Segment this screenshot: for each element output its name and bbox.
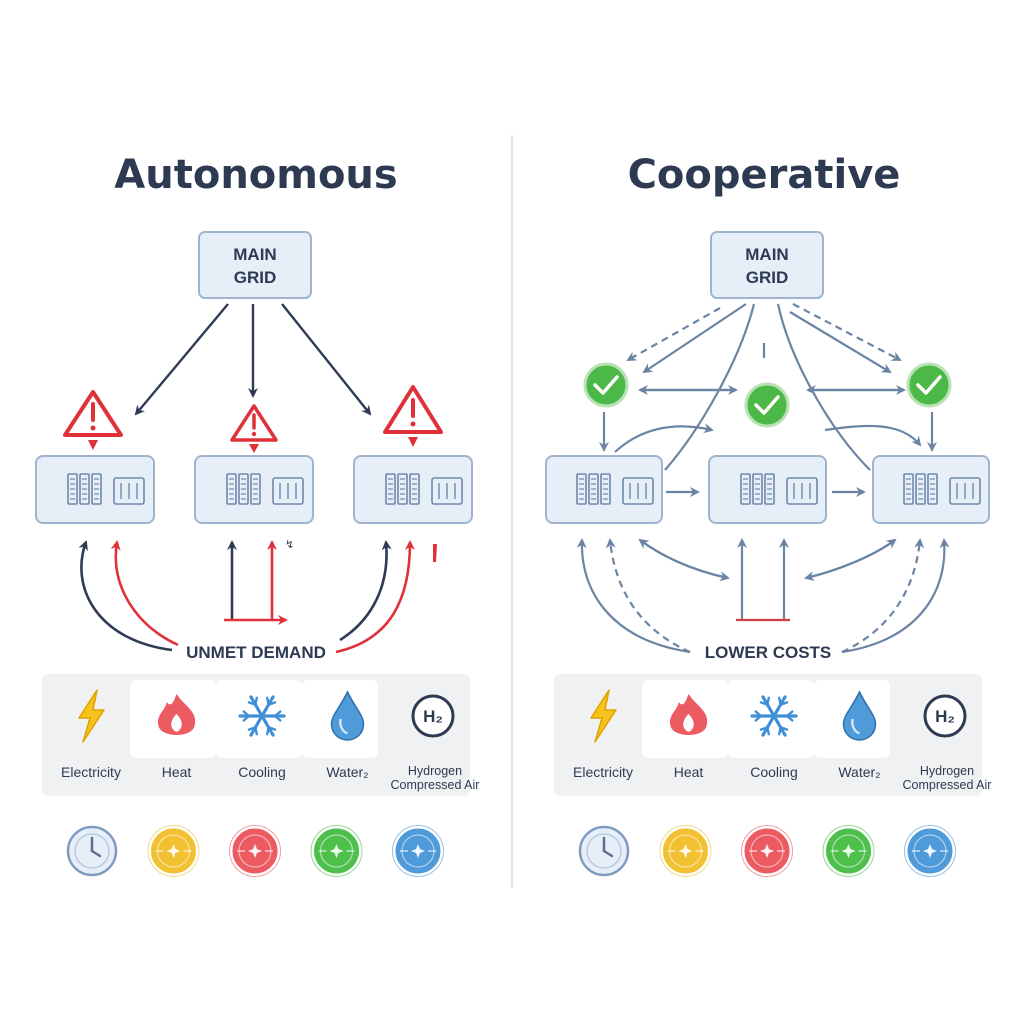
main-grid-label-line2: GRID — [746, 268, 789, 287]
energy-label: Cooling — [750, 764, 797, 780]
snowflake-icon — [750, 695, 798, 737]
blue-status-icon — [392, 825, 444, 877]
grid-supply-arrows — [134, 303, 372, 416]
warning-icon — [230, 404, 278, 453]
energy-type-0: Electricity — [573, 689, 633, 780]
demand-arrows — [78, 540, 415, 654]
panel-title: Autonomous — [114, 152, 397, 198]
red-status-icon — [741, 825, 793, 877]
snowflake-icon — [238, 695, 286, 737]
flame-icon — [669, 694, 708, 735]
energy-label: Heat — [674, 764, 704, 780]
cooperative-panel: Cooperative MAIN GRID — [545, 152, 990, 662]
check-icon — [583, 362, 629, 408]
main-grid-box: MAIN GRID — [198, 231, 312, 299]
energy-label: Electricity — [573, 764, 633, 780]
clock-icon — [66, 825, 118, 877]
storage-node — [353, 455, 473, 524]
red-status-icon — [229, 825, 281, 877]
hydrogen-icon: H₂ — [411, 694, 455, 738]
warning-icon — [63, 390, 123, 450]
water-drop-icon — [330, 690, 365, 741]
energy-label: Electricity — [61, 764, 121, 780]
small-mark — [433, 544, 437, 562]
yellow-status-icon — [147, 825, 200, 877]
green-status-icon — [822, 825, 875, 877]
storage-node — [194, 455, 314, 524]
green-status-icon — [310, 825, 363, 877]
clock-icon — [578, 825, 630, 877]
storage-node — [708, 455, 827, 524]
storage-node — [35, 455, 155, 524]
energy-label: Compressed Air — [903, 778, 992, 792]
exchange-arrows — [576, 538, 950, 654]
flame-icon — [157, 694, 196, 735]
energy-label: Water₂ — [838, 764, 880, 780]
check-icon — [906, 362, 952, 408]
energy-type-1: Heat — [669, 694, 708, 780]
lower-costs-label: LOWER COSTS — [705, 643, 832, 662]
energy-type-1: Heat — [157, 694, 196, 780]
main-grid-label-line2: GRID — [234, 268, 277, 287]
main-grid-label-line1: MAIN — [745, 245, 788, 264]
energy-label: Compressed Air — [391, 778, 480, 792]
network-arrows — [599, 303, 937, 497]
energy-label: Heat — [162, 764, 192, 780]
supply-arrow — [134, 303, 229, 416]
water-drop-icon — [842, 690, 877, 741]
energy-label: Hydrogen — [408, 764, 462, 778]
energy-type-3: Water₂ — [838, 690, 881, 780]
main-grid-box: MAIN GRID — [710, 231, 824, 299]
small-mark: ↯ — [285, 538, 294, 551]
demand-arrow — [339, 540, 392, 642]
energy-label: Cooling — [238, 764, 285, 780]
supply-arrow — [281, 303, 372, 416]
warning-icon — [383, 385, 443, 447]
main-grid-label-line1: MAIN — [233, 245, 276, 264]
energy-label: Water₂ — [326, 764, 368, 780]
energy-label: Hydrogen — [920, 764, 974, 778]
demand-arrow — [110, 540, 179, 647]
energy-type-2: Cooling — [238, 695, 286, 780]
panel-title: Cooperative — [628, 152, 901, 198]
demand-arrow — [335, 540, 415, 654]
blue-status-icon — [904, 825, 956, 877]
check-icon — [744, 382, 790, 428]
hydrogen-icon: H₂ — [923, 694, 967, 738]
lightning-icon — [590, 689, 617, 743]
energy-type-0: Electricity — [61, 689, 121, 780]
energy-type-3: Water₂ — [326, 690, 369, 780]
storage-node — [545, 455, 663, 524]
lightning-icon — [78, 689, 105, 743]
yellow-status-icon — [659, 825, 712, 877]
autonomous-panel: Autonomous MAIN GRID — [35, 152, 473, 662]
storage-node — [872, 455, 990, 524]
demand-arrow — [78, 540, 173, 652]
hydrogen-badge: H₂ — [935, 707, 955, 726]
hydrogen-badge: H₂ — [423, 707, 443, 726]
unmet-demand-label: UNMET DEMAND — [186, 643, 326, 662]
energy-type-2: Cooling — [750, 695, 798, 780]
